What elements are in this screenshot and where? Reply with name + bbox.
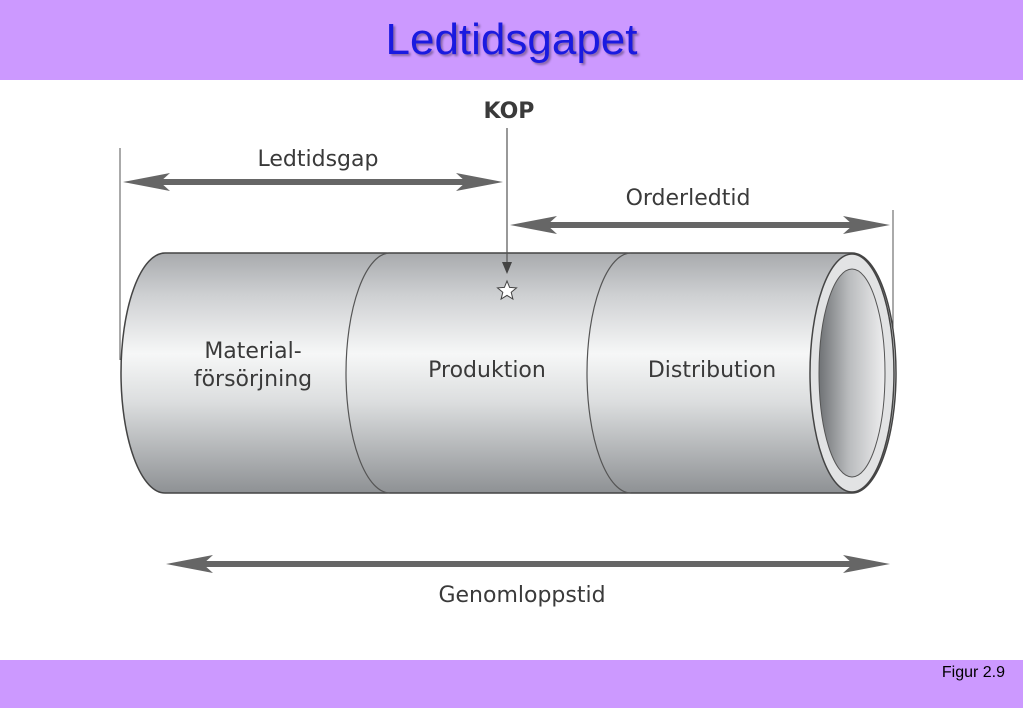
tube-opening-inner bbox=[818, 268, 886, 478]
header-band: Ledtidsgapet bbox=[0, 0, 1023, 80]
kop-pointer-arrowhead bbox=[502, 262, 512, 274]
slide-title: Ledtidsgapet bbox=[385, 15, 638, 64]
genomloppstid-arrow bbox=[166, 555, 890, 573]
footer-band: Figur 2.9 bbox=[0, 660, 1023, 708]
orderledtid-arrow bbox=[510, 216, 890, 234]
segment-label-distribution: Distribution bbox=[648, 358, 776, 383]
ledtidsgap-label: Ledtidsgap bbox=[258, 147, 379, 172]
segment-label-produktion: Produktion bbox=[428, 358, 546, 383]
kop-star-icon bbox=[496, 279, 518, 301]
segment-label-material-line1: Material- bbox=[204, 339, 301, 364]
segment-divider-2 bbox=[586, 252, 632, 494]
segment-label-material-line2: försörjning bbox=[194, 367, 312, 392]
segment-divider-1 bbox=[345, 252, 391, 494]
orderledtid-label: Orderledtid bbox=[626, 186, 751, 211]
tube-body bbox=[120, 252, 897, 494]
kop-label: KOP bbox=[484, 99, 535, 124]
lead-time-gap-diagram: Ledtidsgap Orderledtid KOP Material- för… bbox=[119, 99, 897, 608]
genomloppstid-label: Genomloppstid bbox=[438, 583, 605, 608]
ledtidsgap-arrow bbox=[123, 173, 503, 191]
figure-number: Figur 2.9 bbox=[941, 664, 1005, 681]
